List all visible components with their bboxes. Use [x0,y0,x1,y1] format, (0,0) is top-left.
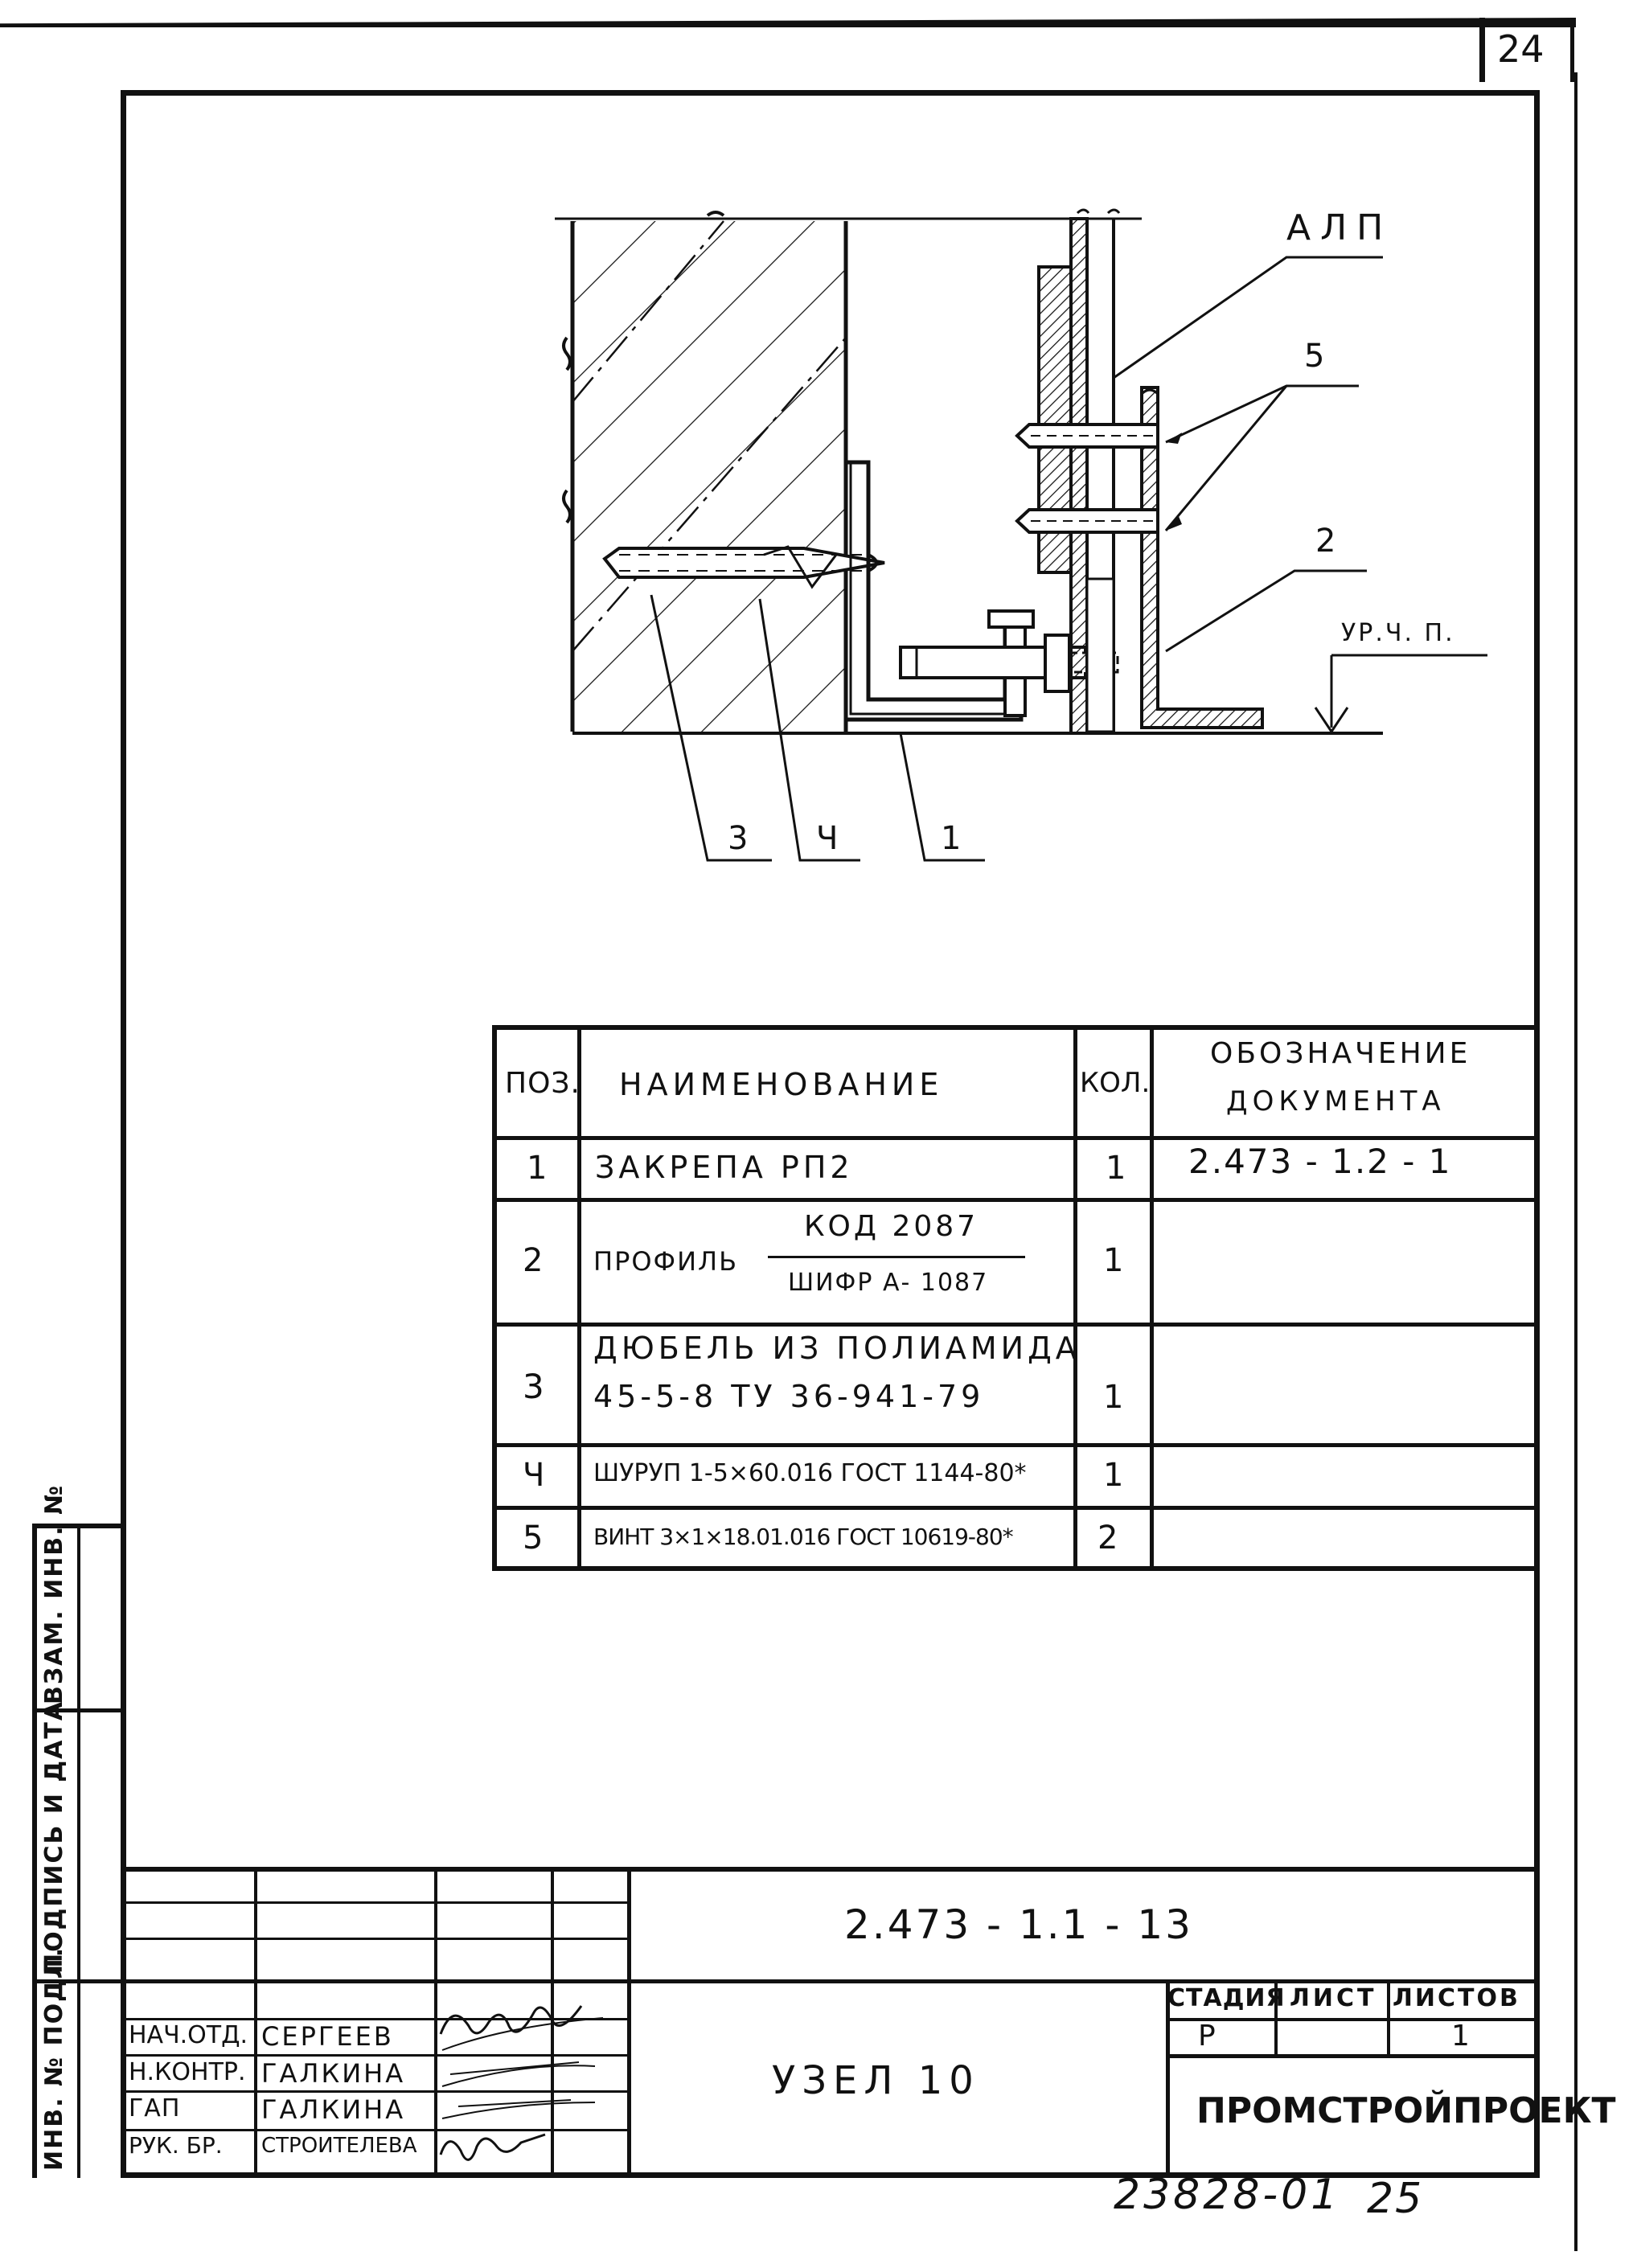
row5-name: ВИНТ 3×1×18.01.016 ГОСТ 10619-80* [593,1524,1014,1550]
side-stamp-podpis: ПОДПИСЬ И ДАТА [40,1700,68,1974]
screws-5 [1015,423,1159,534]
label-pos-2: 2 [1315,523,1338,560]
footer-number: 23828-01 [1114,2171,1341,2219]
assembly-drawing [555,208,1487,862]
sheet-number-divider [1479,18,1485,82]
label-pos-5: 5 [1304,338,1327,375]
row2-pos: 2 [523,1242,545,1279]
row2-denominator: ШИФР А- 1087 [788,1269,989,1297]
row3-name-line1: ДЮБЕЛЬ ИЗ ПОЛИАМИДА [593,1331,1081,1366]
wall-section [562,211,848,732]
outer-right-edge [1574,72,1578,2251]
frame-top [121,90,1539,96]
person-2: ГАЛКИНА [261,2058,406,2089]
header-pos: ПОЗ. [505,1067,581,1100]
header-doc-line2: ДОКУМЕНТА [1226,1085,1446,1118]
row4-name: ШУРУП 1-5×60.016 ГОСТ 1144-80* [593,1459,1027,1487]
label-pos-1: 1 [941,820,963,857]
side-stamp-vzam: ВЗАМ. ИНВ. № [40,1483,68,1704]
person-1: СЕРГЕЕВ [261,2021,394,2052]
header-doc-line1: ОБОЗНАЧЕНИЕ [1210,1037,1471,1070]
person-3: ГАЛКИНА [261,2094,406,2125]
stage-label: СТАДИЯ [1167,1984,1286,2012]
footer-page: 25 [1367,2175,1424,2223]
doc-code: 2.473 - 1.1 - 13 [844,1901,1193,1948]
row2-numerator: КОД 2087 [804,1210,979,1243]
sheet-number-divider-right [1570,18,1574,82]
frame-bottom [121,2172,1539,2178]
row3-qty: 1 [1103,1379,1126,1416]
header-name: НАИМЕНОВАНИЕ [619,1067,944,1102]
organization: ПРОМСТРОЙПРОЕКТ [1196,2090,1616,2131]
row2-fraction-line [768,1256,1025,1258]
level-mark [1314,654,1487,734]
row1-doc: 2.473 - 1.2 - 1 [1188,1142,1452,1181]
row4-pos: Ч [523,1457,547,1494]
label-alp: АЛП [1286,207,1393,248]
row5-qty: 2 [1097,1520,1120,1556]
row5-pos: 5 [523,1520,545,1556]
role-4: РУК. БР. [129,2132,223,2159]
bracket-1 [846,460,1035,722]
role-2: Н.КОНТР. [129,2058,246,2086]
dowel-screw [602,545,885,589]
row4-qty: 1 [1103,1457,1126,1494]
frame-right [1534,90,1540,2178]
row1-pos: 1 [527,1150,549,1187]
label-level: УР.Ч. П. [1341,619,1455,647]
signatures [439,2005,604,2161]
bolt [899,634,1119,693]
side-stamp-inv: ИНВ. № ПОДЛ. [40,1946,68,2171]
role-1: НАЧ.ОТД. [129,2021,248,2049]
sheets-value: 1 [1451,2020,1471,2053]
frame-left [121,90,126,2178]
stage-value: Р [1198,2020,1217,2053]
label-pos-3: 3 [728,820,750,857]
sheet-number: 24 [1497,27,1545,71]
row3-pos: 3 [523,1367,546,1406]
drawing-title: УЗЕЛ 10 [772,2058,980,2103]
person-4: СТРОИТЕЛЕВА [261,2134,417,2158]
header-qty: КОЛ. [1080,1067,1151,1099]
row2-qty: 1 [1103,1242,1126,1279]
role-3: ГАП [129,2094,181,2122]
sheet-label: ЛИСТ [1290,1984,1377,2012]
row3-name-line2: 45-5-8 ТУ 36-941-79 [593,1379,985,1414]
row1-qty: 1 [1106,1150,1128,1187]
row2-name: ПРОФИЛЬ [593,1246,739,1277]
sheets-label: ЛИСТОВ [1393,1984,1520,2012]
row1-name: ЗАКРЕПА РП2 [595,1150,854,1185]
leader-lines [650,256,1383,862]
profile-2 [1140,386,1264,729]
label-pos-4: Ч [816,820,840,857]
